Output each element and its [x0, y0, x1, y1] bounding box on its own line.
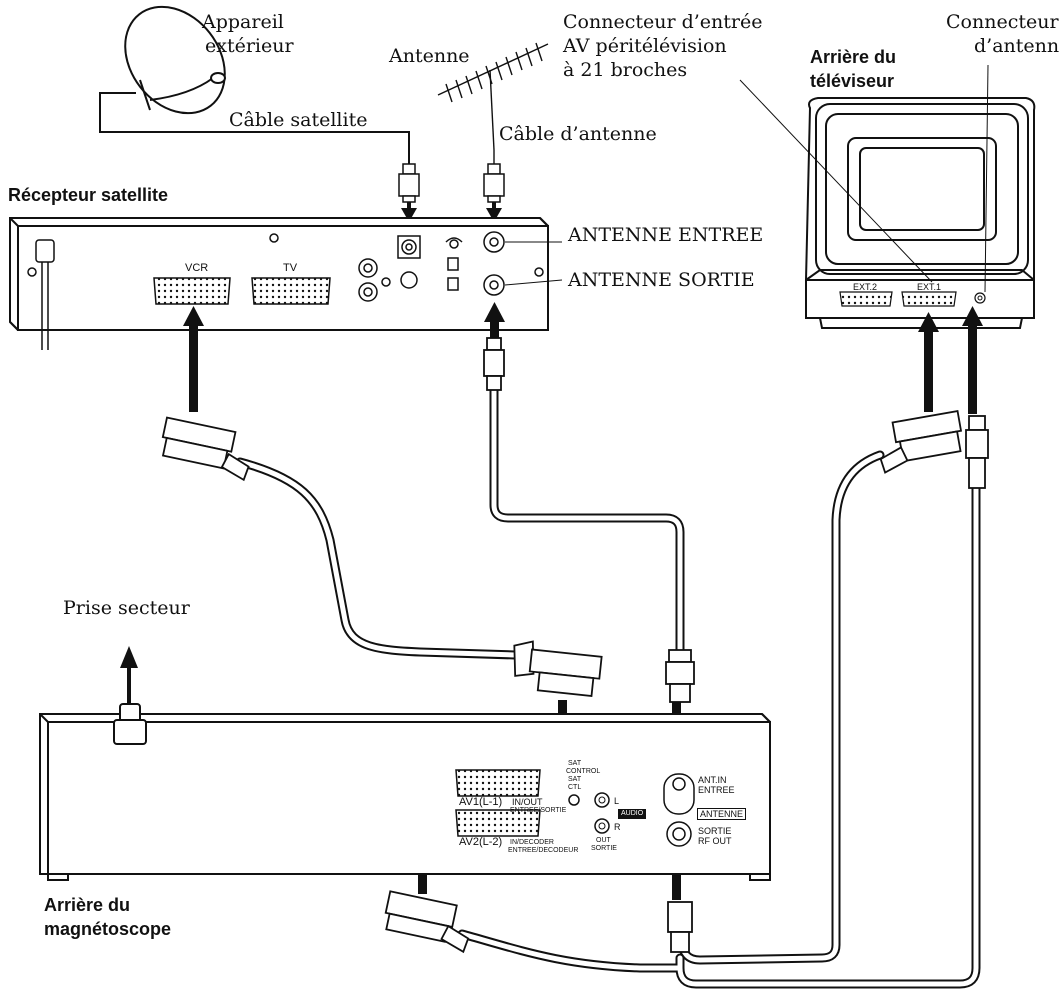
- label-cable-antenne: Câble d’antenne: [499, 123, 657, 145]
- tv-ext2-text: EXT.2: [853, 282, 878, 292]
- label-exterieur: extérieur: [205, 35, 294, 57]
- vcr-av1-text: AV1(L-1): [459, 796, 503, 808]
- receiver-vcr-text: VCR: [185, 262, 209, 274]
- vcr-sat-3: SAT: [568, 776, 582, 783]
- label-arriere-magnetoscope-1: Arrière du: [44, 895, 131, 915]
- satellite-cable: [99, 92, 410, 168]
- antenna-plug-icon: [483, 163, 505, 203]
- label-arriere-tv-2: téléviseur: [810, 71, 895, 91]
- label-arriere-magnetoscope-2: magnétoscope: [44, 919, 172, 939]
- antenna-icon: [437, 42, 549, 168]
- vcr-audio-box: AUDIO: [618, 809, 647, 819]
- scart-plugs: [161, 409, 963, 954]
- receiver-tv-text: TV: [283, 262, 298, 274]
- satellite-receiver: [9, 217, 549, 331]
- label-appareil: Appareil: [202, 11, 284, 33]
- vcr-rf-out-text: RF OUT: [698, 836, 732, 846]
- label-arriere-tv-1: Arrière du: [810, 47, 897, 67]
- vcr-out-text: OUT: [596, 837, 611, 844]
- vcr-sat-2: CONTROL: [566, 768, 601, 775]
- vcr-antenne-box: ANTENNE: [697, 808, 747, 820]
- vcr-back: [39, 703, 771, 881]
- vcr-sat-1: SAT: [568, 760, 582, 767]
- insert-arrows: [401, 202, 502, 222]
- vcr-av2-sub1: IN/DECODER: [510, 839, 554, 846]
- label-cable-satellite: Câble satellite: [229, 109, 368, 131]
- vcr-ant-in-text: ANT.IN: [698, 775, 727, 785]
- label-connecteur-antenne-2: d’antenne: [974, 35, 1060, 57]
- label-connecteur-entree-3: à 21 broches: [563, 59, 688, 81]
- label-antenne-sortie: ANTENNE SORTIE: [568, 269, 755, 291]
- vcr-sat-4: CTL: [568, 784, 582, 791]
- tv-back: [804, 97, 1036, 329]
- tv-ext1-text: EXT.1: [917, 282, 942, 292]
- label-antenne-entree: ANTENNE ENTREE: [568, 224, 764, 246]
- vcr-r-text: R: [614, 822, 621, 832]
- vcr-av2-text: AV2(L-2): [459, 836, 503, 848]
- vcr-entree-text: ENTREE: [698, 785, 735, 795]
- rf-plugs: [483, 337, 989, 953]
- vcr-sortie-small-text: SORTIE: [591, 845, 617, 852]
- satellite-plug-icon: [398, 163, 420, 203]
- label-antenne: Antenne: [389, 45, 470, 67]
- vcr-av2-sub2: ENTREE/DECODEUR: [508, 847, 579, 854]
- label-prise-secteur: Prise secteur: [63, 597, 190, 619]
- label-recepteur-satellite: Récepteur satellite: [8, 185, 169, 205]
- vcr-av1-sub2: ENTREE/SORTIE: [510, 807, 567, 814]
- label-connecteur-antenne-1: Connecteur: [946, 11, 1059, 33]
- satellite-dish-icon: [124, 5, 226, 115]
- vcr-l-text: L: [614, 796, 620, 806]
- label-connecteur-entree-2: AV péritélévision: [563, 35, 727, 57]
- label-connecteur-entree-1: Connecteur d’entrée: [563, 11, 763, 33]
- vcr-sortie-text: SORTIE: [698, 826, 732, 836]
- vcr-av1-sub1: IN/OUT: [512, 797, 543, 807]
